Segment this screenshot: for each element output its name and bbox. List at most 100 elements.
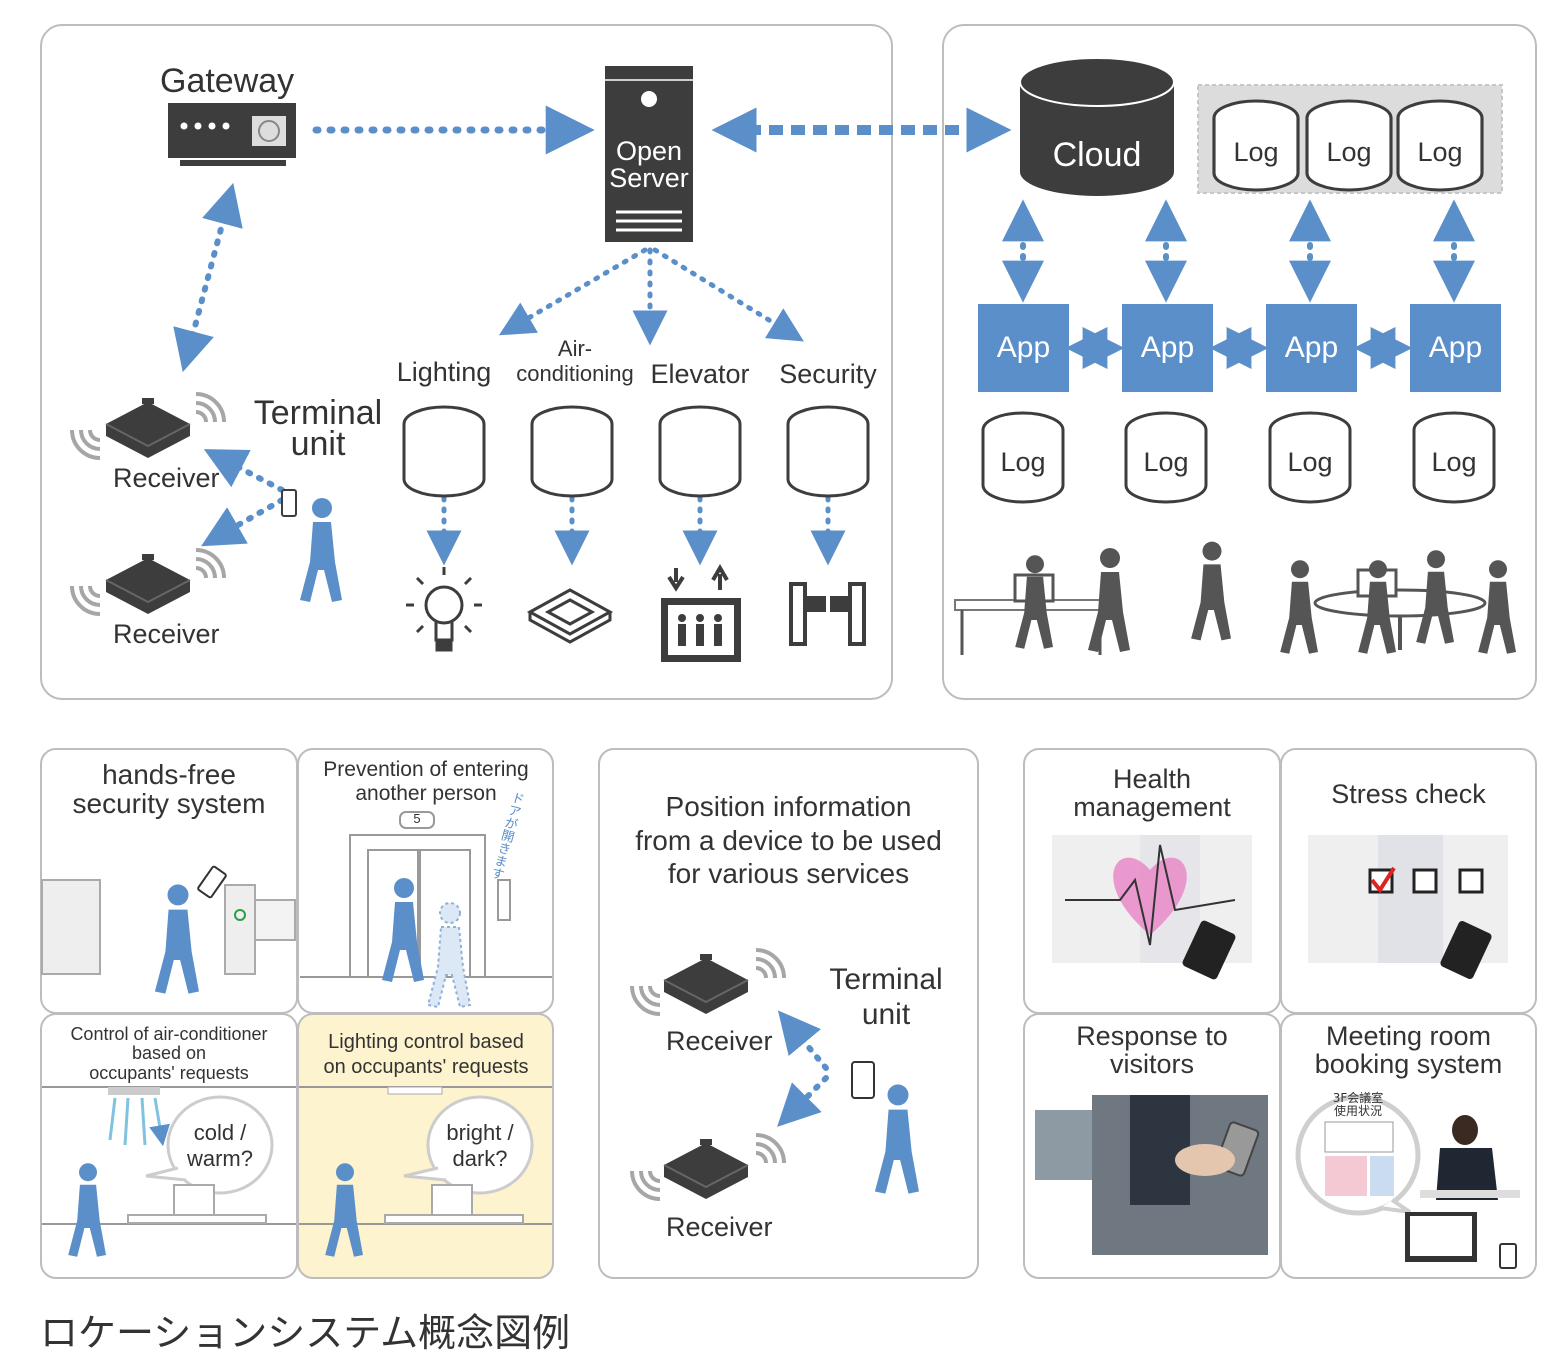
app-log-label: Log	[1287, 447, 1333, 477]
aircon-bubble-line2: warm?	[186, 1146, 253, 1172]
aircon-control-title: Control of air-conditioner based on occu…	[42, 1024, 296, 1083]
lighting-db-icon	[402, 405, 486, 498]
office-scene	[954, 541, 1516, 655]
aircon-control-line1: Control of air-conditioner	[70, 1024, 268, 1044]
app-log-label: Log	[1431, 447, 1477, 477]
elevator-floor-number: 5	[413, 811, 421, 826]
prevention-title-line2: another person	[355, 782, 497, 806]
receiver-label: Receiver	[113, 619, 220, 649]
security-label: Security	[779, 359, 877, 389]
signal-waves-icon	[630, 1169, 662, 1201]
visitors-title-line2: visitors	[1109, 1049, 1194, 1080]
lighting-bubble-text: bright / dark?	[430, 1120, 530, 1173]
signal-waves-icon	[194, 548, 226, 580]
meeting-screen-line1: 3F会議室	[1332, 1091, 1384, 1105]
signal-waves-icon	[630, 984, 662, 1016]
app-label: App	[1140, 331, 1195, 364]
elevator-icon	[661, 564, 741, 662]
receiver-label: Receiver	[666, 1026, 773, 1056]
signal-waves-icon	[70, 428, 102, 460]
signal-waves-icon	[194, 392, 226, 424]
elevator-db-icon	[658, 405, 742, 498]
prevention-title: Prevention of entering another person	[300, 758, 552, 806]
user-with-phone-icon	[325, 1163, 363, 1257]
lighting-scene	[299, 1086, 552, 1225]
terminal-unit-line2: unit	[290, 425, 346, 464]
prevention-title-line1: Prevention of entering	[323, 758, 529, 781]
server-label-line1: Open	[615, 136, 683, 166]
signal-waves-icon	[754, 1133, 786, 1165]
security-gate-icon	[789, 582, 866, 646]
cloud-log-label: Log	[1417, 137, 1463, 167]
aircon-bubble-text: cold / warm?	[170, 1120, 270, 1173]
terminal-unit-line2: unit	[861, 997, 911, 1031]
health-title: Health management	[1025, 765, 1279, 822]
meeting-screen-line2: 使用状況	[1333, 1104, 1382, 1119]
visitors-photo	[1035, 1095, 1268, 1255]
cloud-log-label: Log	[1326, 137, 1372, 167]
meeting-title: Meeting room booking system	[1282, 1022, 1535, 1079]
lighting-label: Lighting	[396, 357, 492, 387]
handsfree-title-line1: hands-free	[102, 759, 236, 790]
gateway-icon	[168, 103, 296, 166]
aircon-label-line2: conditioning	[516, 361, 634, 387]
aircon-bubble-line1: cold /	[193, 1120, 247, 1145]
cloud-label: Cloud	[1052, 136, 1142, 174]
handsfree-title-line2: security system	[72, 788, 266, 820]
user-with-phone-icon	[68, 1163, 106, 1257]
app-label: App	[1428, 331, 1483, 364]
smartphone-icon	[851, 1061, 875, 1099]
signal-waves-icon	[70, 584, 102, 616]
server-label: Open Server	[605, 138, 693, 192]
receiver-icon	[105, 397, 191, 459]
terminal-unit-line1: Terminal	[829, 963, 943, 996]
gateway-label: Gateway	[160, 62, 295, 100]
health-title-line2: management	[1073, 792, 1231, 823]
app-box	[978, 304, 1501, 392]
walking-user-icon	[300, 498, 342, 602]
server-label-line2: Server	[609, 163, 689, 193]
smartphone-icon	[197, 865, 227, 899]
server-icon	[605, 66, 693, 242]
receiver-icon	[663, 953, 749, 1015]
cell-prevention	[297, 748, 554, 1014]
security-db-icon	[786, 405, 870, 498]
meeting-booking-illustration	[1295, 1094, 1520, 1269]
figure-caption: ロケーションシステム概念図例	[40, 1311, 571, 1355]
lighting-control-title: Lighting control based on occupants' req…	[300, 1030, 552, 1080]
app-arrows	[1002, 199, 1475, 369]
receiver-label: Receiver	[113, 463, 220, 493]
position-title-line1: Position information	[665, 791, 912, 822]
walking-user-icon	[874, 1084, 919, 1194]
visitors-title-line1: Response to	[1076, 1021, 1228, 1051]
receiver-icon	[663, 1138, 749, 1200]
lighting-bubble-line1: bright /	[446, 1120, 514, 1145]
position-arrows	[777, 1010, 829, 1127]
smartphone-icon	[281, 489, 297, 517]
handsfree-title: hands-free security system	[42, 760, 296, 819]
lighting-control-line2: on occupants' requests	[323, 1056, 529, 1078]
app-log-label: Log	[1000, 447, 1046, 477]
aircon-db-icon	[530, 405, 614, 498]
terminal-unit-label: Terminal unit	[248, 394, 388, 464]
air-conditioner-icon	[526, 588, 614, 644]
gate-illustration	[41, 879, 296, 975]
meeting-title-line2: booking system	[1314, 1049, 1503, 1080]
position-title-line2: from a device to be used	[635, 824, 942, 856]
terminal-unit-label: Terminal unit	[820, 963, 952, 1032]
app-log-label: Log	[1143, 447, 1189, 477]
receiver-label: Receiver	[666, 1212, 773, 1242]
signal-waves-icon	[754, 948, 786, 980]
stress-check-photo	[1308, 835, 1508, 979]
position-title-line3: for various services	[667, 858, 910, 890]
aircon-label-line1: Air-	[557, 336, 593, 361]
elevator-label: Elevator	[650, 359, 750, 389]
cloud-log-label: Log	[1233, 137, 1279, 167]
meeting-title-line1: Meeting room	[1325, 1021, 1492, 1051]
aircon-control-line2: based on	[131, 1043, 207, 1064]
terminal-unit-line1: Terminal	[253, 394, 383, 432]
connection-arrows	[173, 105, 1012, 566]
app-label: App	[996, 331, 1051, 364]
health-title-line1: Health	[1112, 764, 1192, 794]
